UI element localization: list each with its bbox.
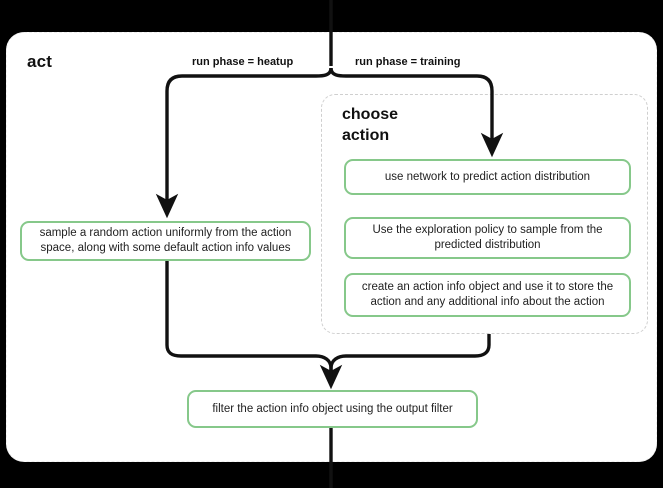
node-create-action-info[interactable]: create an action info object and use it …: [344, 273, 631, 317]
edge-label-heatup: run phase = heatup: [192, 56, 294, 68]
node-use-network-predict[interactable]: use network to predict action distributi…: [344, 159, 631, 195]
choose-action-title-line1: choose: [342, 106, 399, 123]
node-filter-action-info[interactable]: filter the action info object using the …: [187, 390, 478, 428]
edge-label-training: run phase = training: [355, 56, 461, 68]
choose-action-title-line2: action: [342, 127, 390, 144]
node-exploration-policy-sample[interactable]: Use the exploration policy to sample fro…: [344, 217, 631, 259]
act-subgraph-title: act: [27, 52, 53, 71]
node-sample-random-action[interactable]: sample a random action uniformly from th…: [20, 221, 311, 261]
choose-action-subgraph-title: choose action: [342, 104, 452, 146]
